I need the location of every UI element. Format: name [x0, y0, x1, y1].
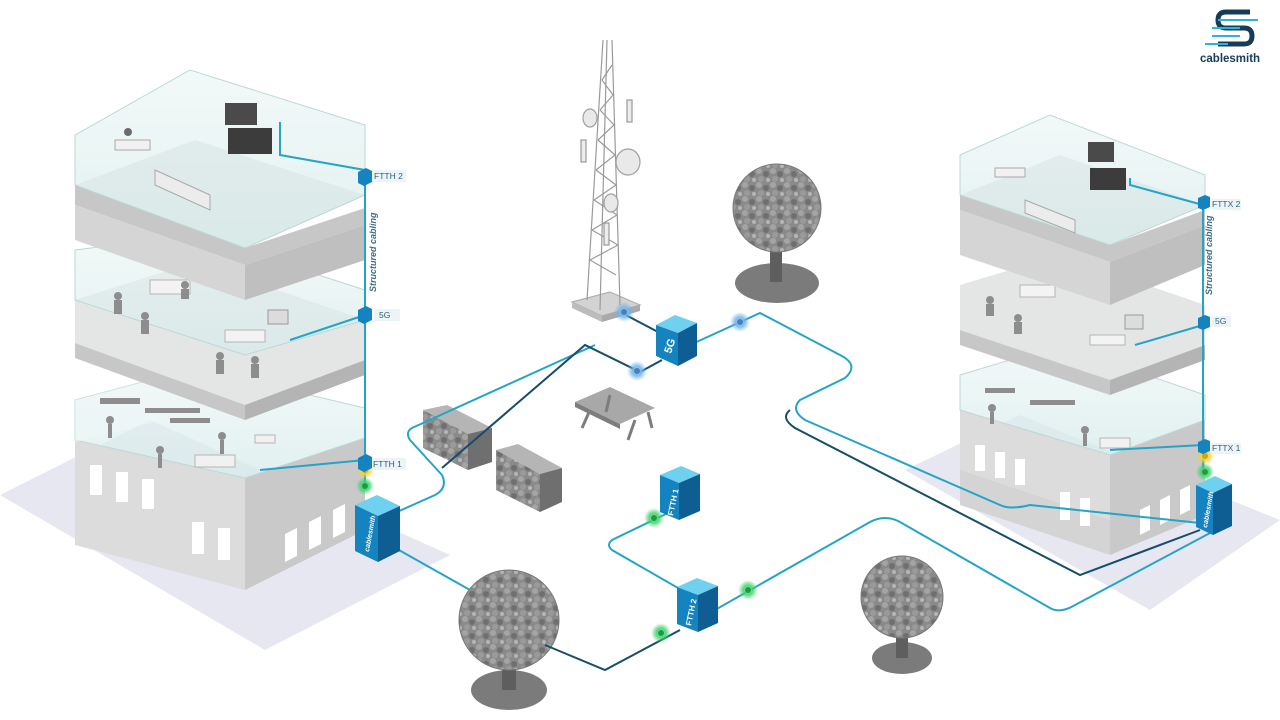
- cable-ftth2-box-right: [714, 517, 1211, 612]
- cable-hedge-to-5g: [441, 343, 663, 469]
- box-5g: 5G: [656, 315, 697, 366]
- tree-bottom-right: [860, 555, 944, 674]
- cablesmith-logo: cablesmith: [1200, 9, 1260, 65]
- picnic-table: [575, 387, 655, 441]
- left-cabinet: cablesmith: [355, 495, 400, 562]
- node-green-ftth2-left: [651, 623, 671, 643]
- cable-top-floor-link: [279, 122, 366, 171]
- tree-top: [732, 163, 822, 303]
- node-blue-5g-right: [730, 312, 750, 332]
- box-5g-label: 5G: [662, 337, 678, 355]
- tree-bottom-center: [458, 569, 560, 710]
- node-green-ftth2-right: [738, 580, 758, 600]
- cable-5g-box-right: [689, 311, 1201, 524]
- label-right-fttx1: FTTX 1: [1212, 443, 1241, 453]
- cable-right-lower: [785, 409, 1201, 577]
- label-left-ftth2: FTTH 2: [374, 171, 403, 181]
- riser-ports: [358, 168, 1210, 472]
- telecom-tower: [570, 39, 642, 322]
- cablesmith-s-logo-icon: [1205, 9, 1258, 47]
- label-right-structured-cabling: Structured cabling: [1204, 215, 1214, 295]
- node-green-left: [356, 477, 374, 495]
- label-right-fttx2: FTTX 2: [1212, 199, 1241, 209]
- label-left-structured-cabling: Structured cabling: [368, 212, 378, 292]
- right-cabinet: cablesmith: [1196, 476, 1232, 535]
- box-ftth2: FTTH 2: [677, 578, 718, 632]
- hedge-right: [496, 444, 562, 512]
- label-left-ftth1: FTTH 1: [373, 459, 402, 469]
- cable-tree-to-ftth2: [544, 629, 681, 672]
- labels: FTTH 2 5G FTTH 1 Structured cabling FTTX…: [368, 170, 1241, 470]
- hedge-left: [423, 405, 492, 470]
- node-blue-tower: [614, 302, 634, 322]
- node-blue-5g-below: [627, 361, 647, 381]
- box-ftth1: FTTH 1: [660, 466, 700, 520]
- label-right-5g: 5G: [1215, 316, 1226, 326]
- node-green-right: [1196, 463, 1214, 481]
- fiber-cables: [259, 122, 1211, 672]
- cable-ftth1-floor-link: [259, 459, 366, 471]
- cable-cabinet-to-tree: [389, 544, 471, 591]
- logo-text: cablesmith: [1200, 53, 1260, 65]
- cable-cabinet-to-hedge: [396, 344, 596, 513]
- cable-5g-floor-link: [289, 314, 366, 341]
- node-green-ftth1-box: [644, 508, 664, 528]
- label-left-5g: 5G: [379, 310, 390, 320]
- cable-ftth1-box: [608, 511, 679, 589]
- left-building: [74, 69, 366, 590]
